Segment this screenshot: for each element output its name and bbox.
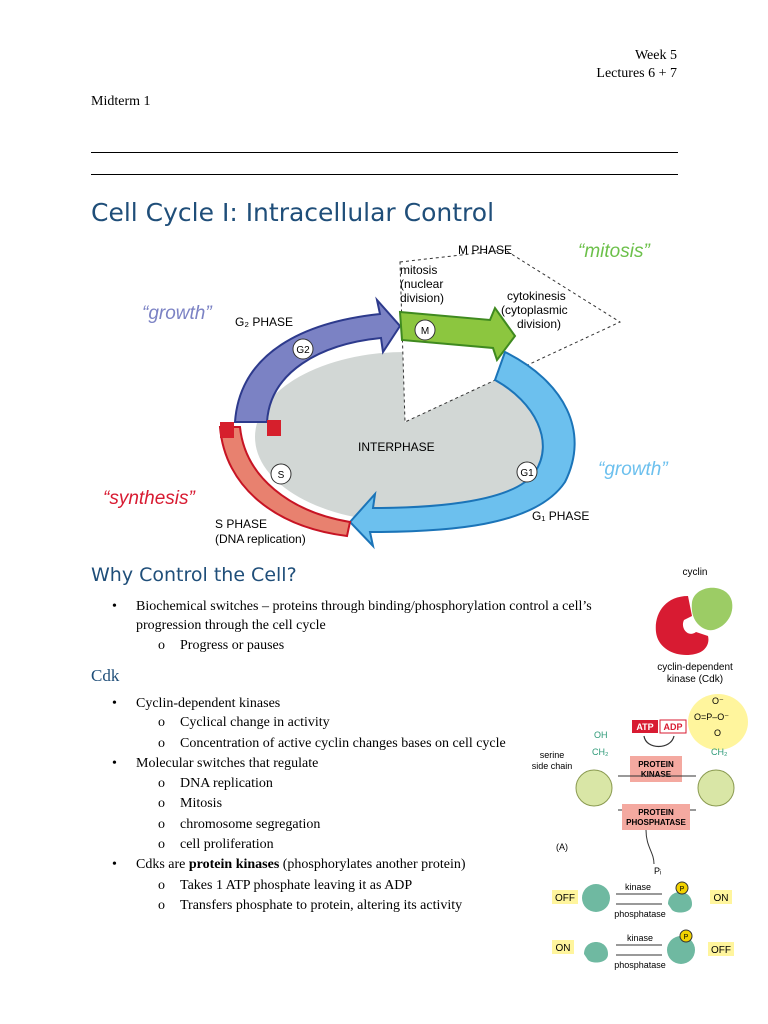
phosphate-highlight [688,694,748,750]
kinase-arrow-label-1: kinase [625,882,651,892]
atp-label: ATP [636,722,653,732]
phosphatase-arrow-label-1: phosphatase [614,909,666,919]
cytokinesis-line-2: (cytoplasmic [501,303,568,317]
s-marker-left [220,422,234,438]
page-title: Cell Cycle I: Intracellular Control [91,198,495,227]
serine-label-2: side chain [532,761,573,771]
interphase-label: INTERPHASE [358,440,435,454]
phosphatase-arrow-label-2: phosphatase [614,960,666,970]
off-label-1: OFF [555,893,575,904]
g1-arrow [348,350,576,550]
svg-text:P: P [680,886,685,893]
growth-g2-quote: “growth” [142,303,213,324]
cyclin-cdk-figure: cyclin cyclin-dependent kinase (Cdk) [655,567,733,685]
on-label-2: ON [556,943,571,954]
s-phase-line-1: S PHASE [215,517,267,531]
on-label-1: ON [714,893,729,904]
svg-text:CH₂: CH₂ [592,747,609,757]
header-rule-2 [91,174,678,175]
kinase-box-line-1: PROTEIN [638,760,674,769]
phosphatase-box-line-1: PROTEIN [638,808,674,817]
g2-circle-label: G2 [296,345,310,356]
mitosis-line-3: division) [400,291,444,305]
week-label: Week 5 [634,48,677,63]
cell-cycle-diagram: G2 M S G1 M PHASE “mitosis” mitosis (nuc… [103,241,669,550]
cyclin-label: cyclin [682,567,707,578]
s-marker-right [267,420,281,436]
phosphorylation-figure: O⁻ O=P–O⁻ O CH₂ OH CH₂ ATP ADP serine si… [532,694,748,970]
cyclin-shape [691,587,733,631]
svg-text:OH: OH [594,730,608,740]
cytokinesis-line-1: cytokinesis [507,289,566,303]
phosphatase-box-line-2: PHOSPHATASE [626,818,686,827]
cdk-heading: Cdk [91,666,120,685]
kinase-box-line-2: KINASE [641,770,672,779]
off-label-2: OFF [711,945,731,956]
growth-g1-quote: “growth” [598,459,669,480]
midterm-label: Midterm 1 [91,94,151,109]
m-phase-label: M PHASE [458,243,512,257]
svg-text:O=P–O⁻: O=P–O⁻ [694,712,729,722]
cdk-shape [655,596,709,656]
adp-label: ADP [663,722,682,732]
g1-circle-label: G1 [520,468,534,479]
svg-text:O⁻: O⁻ [712,696,724,706]
g2-phase-label: G₂ PHASE [235,315,293,329]
g1-phase-label: G₁ PHASE [532,509,589,523]
header-rule-1 [91,152,678,153]
mitosis-line-2: (nuclear [400,277,443,291]
svg-text:P: P [684,934,689,941]
cdk-label-line-2: kinase (Cdk) [667,674,723,685]
mitosis-quote: “mitosis” [578,241,651,262]
why-heading: Why Control the Cell? [91,564,297,586]
kinase-arrow-label-2: kinase [627,933,653,943]
lectures-label: Lectures 6 + 7 [596,66,677,81]
g2-arrow [233,296,402,423]
cytokinesis-line-3: division) [517,317,561,331]
s-phase-line-2: (DNA replication) [215,532,306,546]
m-circle-label: M [421,326,429,337]
serine-label-1: serine [540,750,565,760]
mitosis-line-1: mitosis [400,263,437,277]
svg-text:O: O [714,728,721,738]
cdk-label-line-1: cyclin-dependent [657,662,733,673]
synthesis-quote: “synthesis” [103,488,197,509]
pi-label: Pᵢ [654,866,661,876]
s-circle-label: S [278,470,285,481]
interphase-disk [255,352,555,522]
panel-a-label: (A) [556,842,568,852]
svg-text:CH₂: CH₂ [711,747,728,757]
